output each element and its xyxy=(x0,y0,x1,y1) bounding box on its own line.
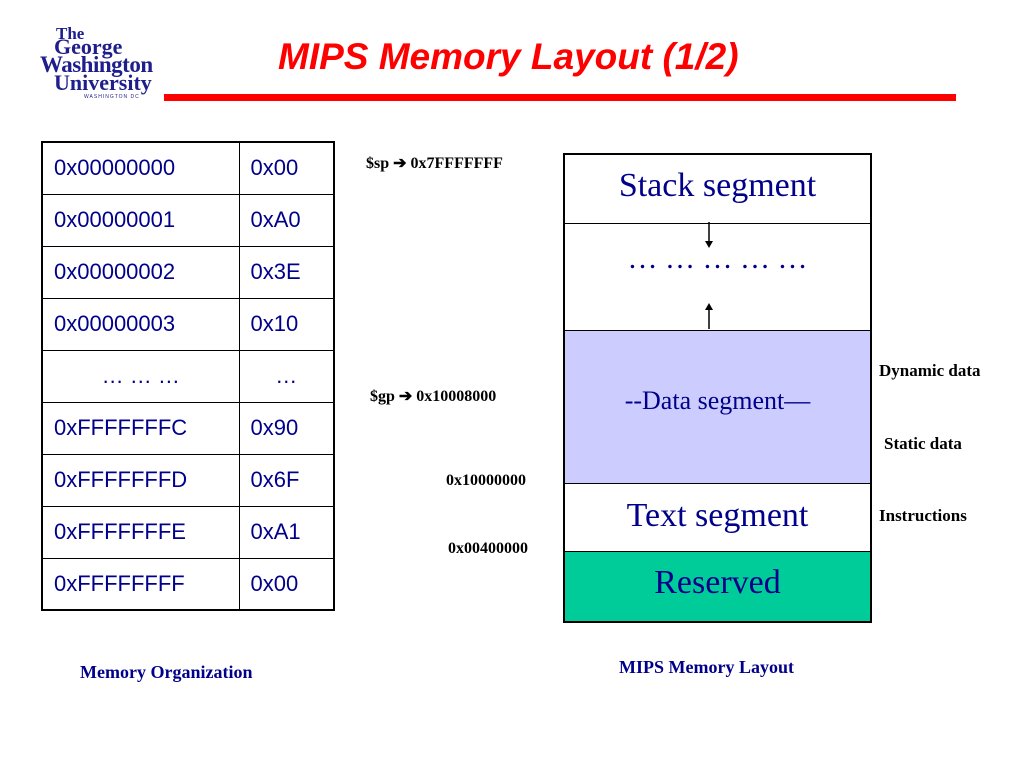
stack-pointer-label: $sp ➔ 0x7FFFFFFF xyxy=(366,155,503,172)
text-segment-address: 0x00400000 xyxy=(448,540,528,557)
table-row: 0x00000003 0x10 xyxy=(41,297,335,351)
address-cell: 0xFFFFFFFE xyxy=(41,505,240,559)
table-row: 0x00000002 0x3E xyxy=(41,245,335,299)
value-cell: … xyxy=(238,349,335,403)
table-row: 0xFFFFFFFE 0xA1 xyxy=(41,505,335,559)
value-cell: 0x00 xyxy=(238,141,335,195)
heap-grows-up-arrow xyxy=(705,303,713,329)
memory-organization-caption: Memory Organization xyxy=(80,662,253,682)
value-cell: 0x10 xyxy=(238,297,335,351)
title-underline xyxy=(164,94,956,101)
data-segment: --Data segment— xyxy=(565,331,870,484)
table-row: … … … … xyxy=(41,349,335,403)
address-cell: … … … xyxy=(41,349,240,403)
value-cell: 0xA0 xyxy=(238,193,335,247)
value-cell: 0x3E xyxy=(238,245,335,299)
value-cell: 0xA1 xyxy=(238,505,335,559)
slide-title: MIPS Memory Layout (1/2) xyxy=(278,36,739,77)
address-cell: 0xFFFFFFFF xyxy=(41,557,240,611)
logo-line-2: George xyxy=(54,34,123,59)
value-cell: 0x6F xyxy=(238,453,335,507)
global-pointer-label: $gp ➔ 0x10008000 xyxy=(370,388,497,405)
table-row: 0xFFFFFFFF 0x00 xyxy=(41,557,335,611)
data-segment-address: 0x10000000 xyxy=(446,472,526,489)
table-row: 0xFFFFFFFC 0x90 xyxy=(41,401,335,455)
value-cell: 0x00 xyxy=(238,557,335,611)
value-cell: 0x90 xyxy=(238,401,335,455)
university-logo: The George Washington University WASHING… xyxy=(40,24,170,100)
logo-line-1: The xyxy=(56,24,85,43)
text-segment: Text segment xyxy=(565,484,870,552)
logo-line-3: Washington xyxy=(40,52,153,77)
instructions-label: Instructions xyxy=(879,506,967,525)
table-row: 0x00000000 0x00 xyxy=(41,141,335,195)
mips-memory-layout-caption: MIPS Memory Layout xyxy=(619,657,794,677)
dynamic-data-label: Dynamic data xyxy=(879,361,981,380)
memory-layout-diagram: Stack segment … … … … … --Data segment— … xyxy=(563,153,872,623)
table-row: 0x00000001 0xA0 xyxy=(41,193,335,247)
logo-line-5: WASHINGTON DC xyxy=(84,94,140,100)
static-data-label: Static data xyxy=(884,434,962,453)
free-space-segment: … … … … … xyxy=(565,224,870,331)
address-cell: 0x00000001 xyxy=(41,193,240,247)
address-cell: 0xFFFFFFFC xyxy=(41,401,240,455)
reserved-segment: Reserved xyxy=(565,552,870,621)
memory-table: 0x00000000 0x00 0x00000001 0xA0 0x000000… xyxy=(41,141,335,611)
address-cell: 0x00000002 xyxy=(41,245,240,299)
stack-grows-down-arrow xyxy=(705,222,713,248)
logo-line-4: University xyxy=(54,70,152,95)
stack-segment: Stack segment xyxy=(565,155,870,224)
